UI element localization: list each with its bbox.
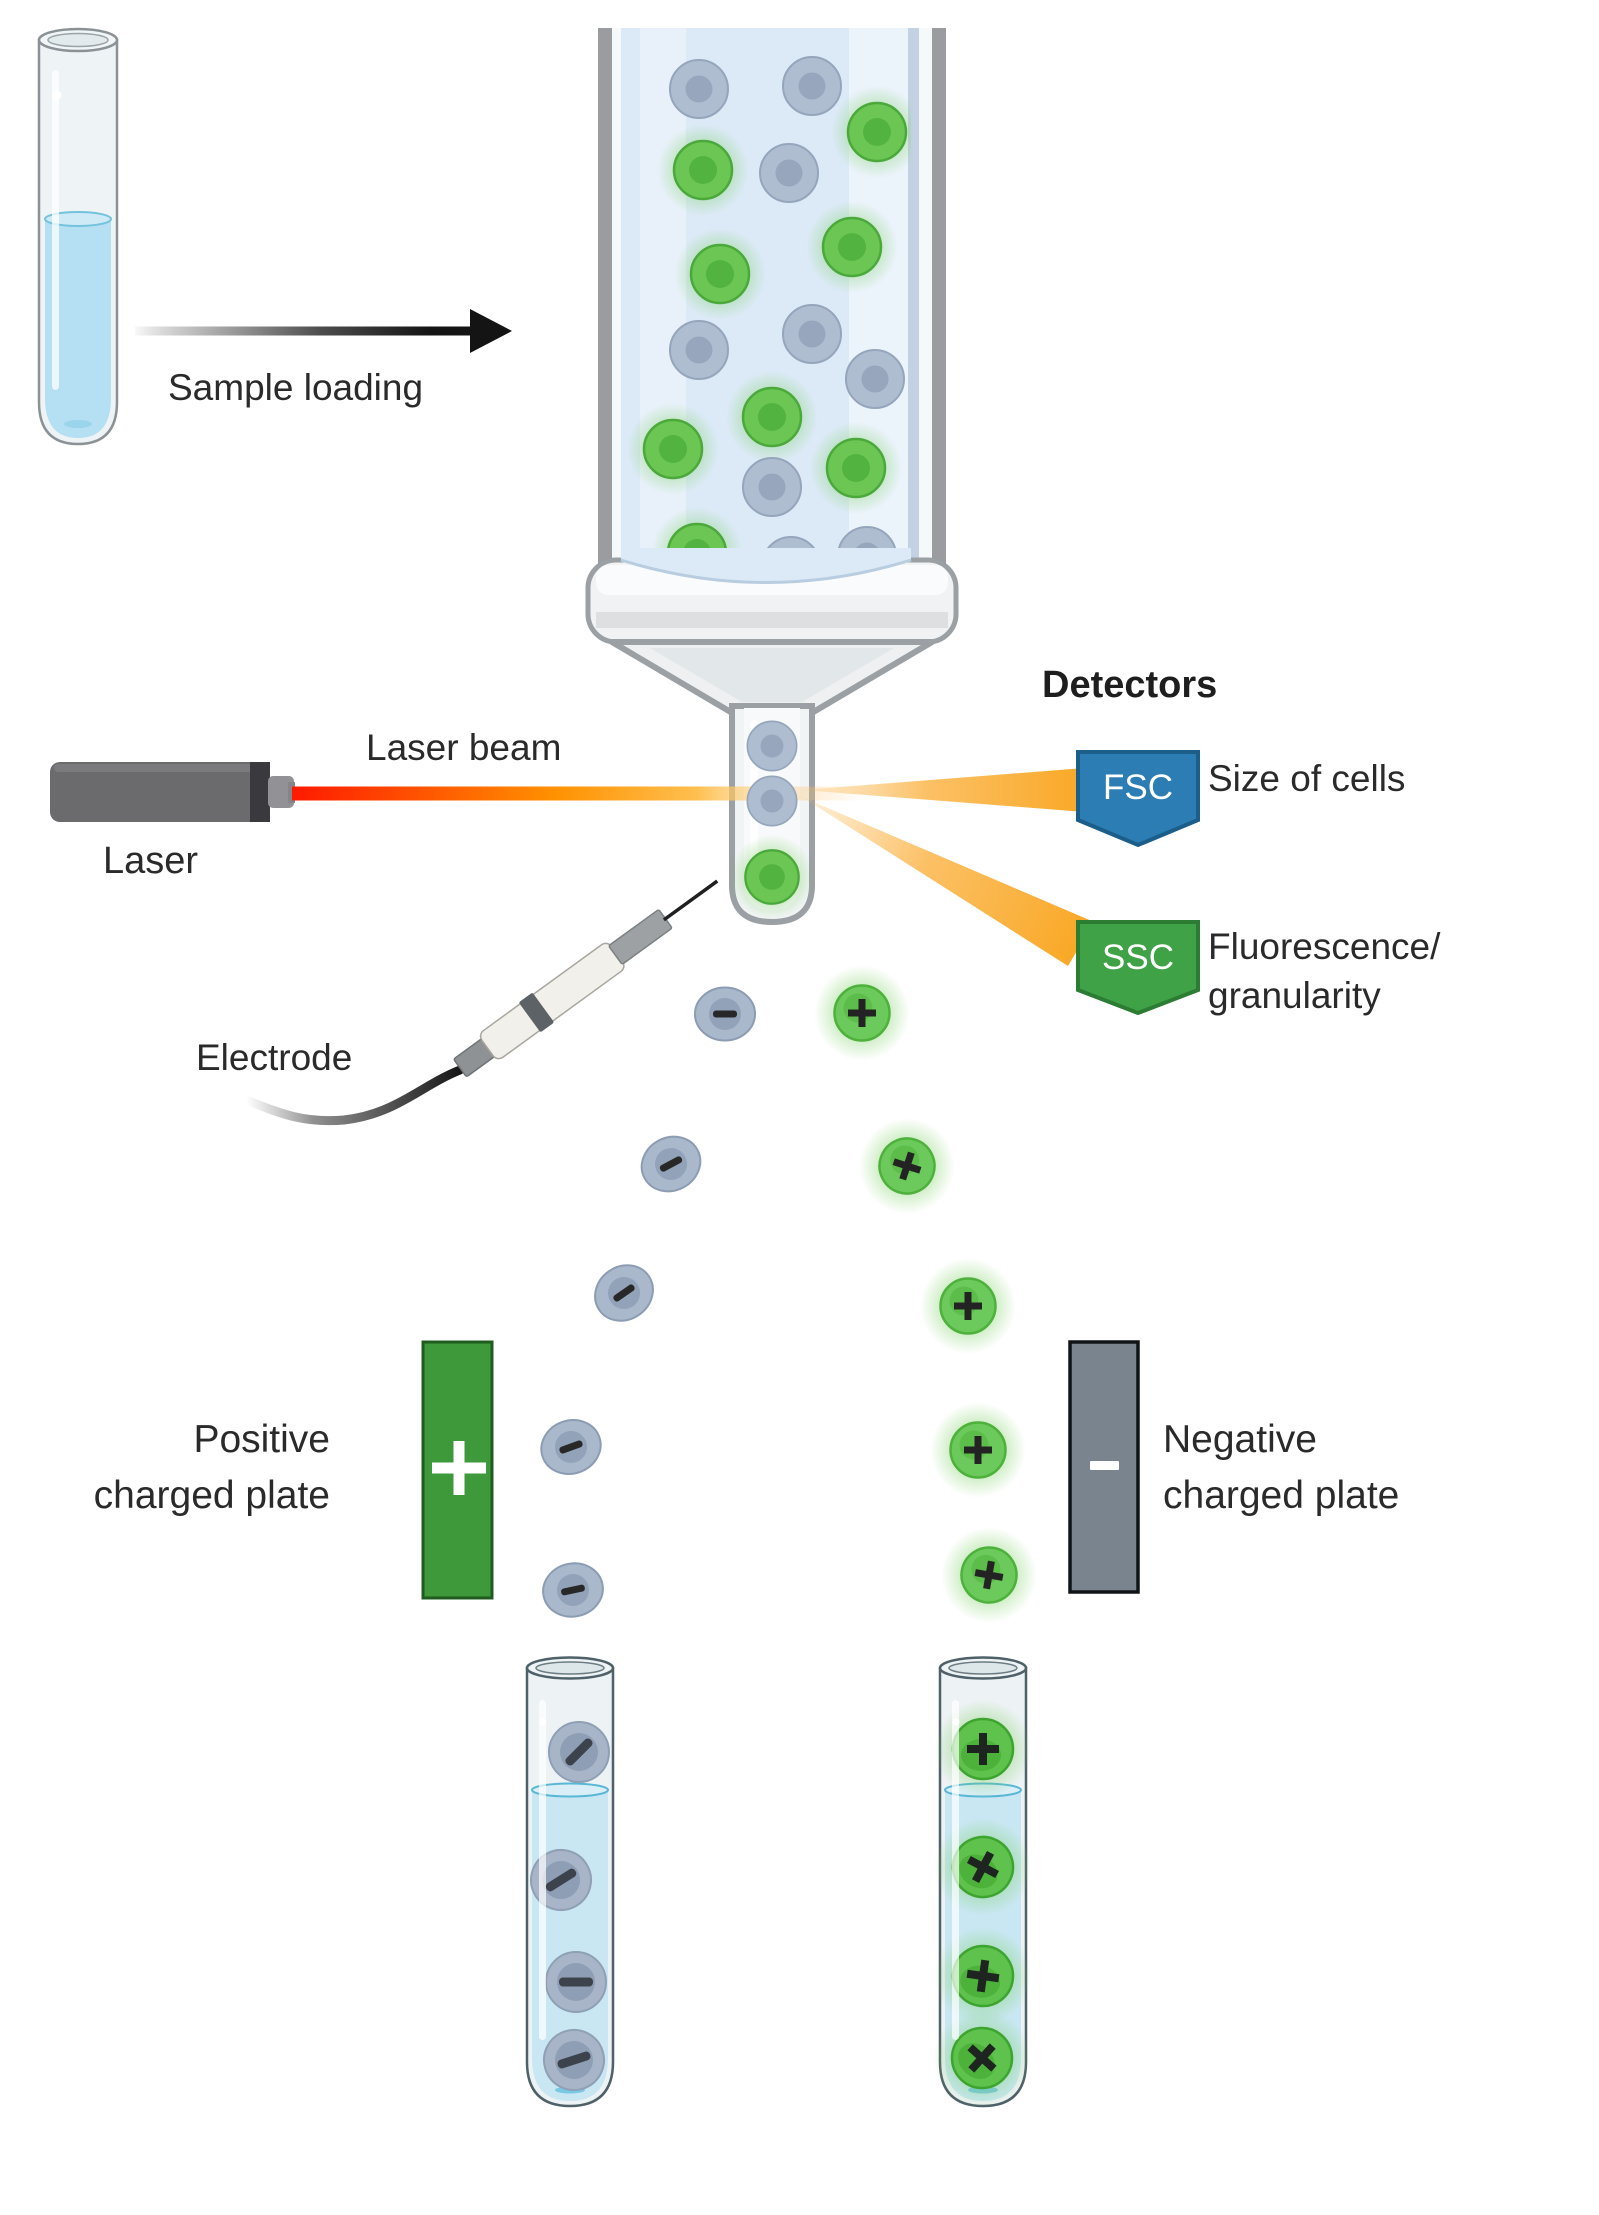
- collection-tube-negative: [518, 1656, 623, 2108]
- positive-plate-label: Positive charged plate: [40, 1412, 330, 1524]
- collection-tube-positive: [913, 1656, 1051, 2128]
- sample-loading-arrow: [135, 309, 512, 353]
- unstained-cell: [669, 320, 729, 380]
- fluorescent-cell: [804, 199, 900, 295]
- negative-droplet: [631, 1125, 711, 1203]
- positive-droplet: [920, 1258, 1016, 1354]
- negative-droplet: [537, 1556, 609, 1624]
- positive-cell: [913, 1989, 1051, 2127]
- negative-droplet: [583, 1253, 665, 1333]
- negative-cell: [545, 1951, 607, 2013]
- fluorescent-cell: [724, 369, 820, 465]
- negative-plate: [1068, 1340, 1140, 1594]
- unstained-cell: [746, 775, 798, 827]
- fluorescent-cell: [625, 401, 721, 497]
- positive-cell: [917, 1801, 1050, 1934]
- electrode-wire: [241, 1065, 465, 1126]
- plus-icon: [432, 1441, 486, 1495]
- fluorescent-cell: [829, 84, 911, 180]
- ssc-badge-label: SSC: [1102, 938, 1174, 977]
- negative-droplet: [694, 986, 756, 1042]
- laser-label: Laser: [103, 840, 199, 882]
- ssc-badge: SSC: [1076, 920, 1200, 1016]
- fsc-description: Size of cells: [1208, 758, 1406, 799]
- positive-droplet: [930, 1402, 1026, 1498]
- fsc-badge-label: FSC: [1103, 768, 1173, 807]
- positive-droplet: [933, 1519, 1044, 1630]
- unstained-cell: [759, 143, 819, 203]
- unstained-cell: [782, 56, 842, 116]
- positive-droplet: [847, 1106, 968, 1227]
- ssc-description-line2: granularity: [1208, 975, 1381, 1016]
- negative-plate-label-line1: Negative: [1163, 1418, 1317, 1461]
- fluorescent-cell: [672, 226, 768, 322]
- chamber-flange: [585, 548, 959, 645]
- sample-loading-label: Sample loading: [168, 367, 424, 408]
- positive-plate-label-line1: Positive: [193, 1418, 330, 1461]
- forward-scatter-beam: [802, 768, 1085, 812]
- positive-plate: [421, 1340, 494, 1600]
- side-scatter-beam: [802, 797, 1094, 966]
- fluorescent-cell: [728, 833, 816, 921]
- ssc-description-line1: Fluorescence/: [1208, 926, 1441, 967]
- ssc-description: Fluorescence/ granularity: [1208, 922, 1440, 1020]
- sample-test-tube: [37, 27, 119, 446]
- electrode-probe: [241, 879, 719, 1126]
- sorted-droplets: [532, 965, 1045, 1631]
- laser-device: [50, 762, 295, 822]
- unstained-cell: [742, 457, 802, 517]
- fluorescent-cell: [808, 420, 904, 516]
- laser-beam-label: Laser beam: [366, 727, 562, 768]
- unstained-cell: [669, 59, 729, 119]
- positive-droplet: [814, 965, 910, 1061]
- positive-cell: [934, 1700, 1032, 1798]
- laser-beam-ray: [292, 786, 768, 801]
- electrode-label: Electrode: [196, 1037, 353, 1078]
- positive-plate-label-line2: charged plate: [93, 1474, 330, 1517]
- detectors-heading: Detectors: [1042, 664, 1218, 706]
- sample-liquid: [45, 219, 111, 438]
- minus-icon: [1090, 1461, 1119, 1470]
- fluorescent-cell: [655, 122, 751, 218]
- fsc-badge: FSC: [1076, 750, 1200, 848]
- unstained-cell: [782, 304, 842, 364]
- arrowhead-icon: [470, 309, 512, 353]
- negative-droplet: [532, 1410, 610, 1484]
- negative-plate-label: Negative charged plate: [1163, 1412, 1399, 1524]
- negative-plate-label-line2: charged plate: [1163, 1474, 1400, 1517]
- unstained-cell: [746, 720, 798, 772]
- unstained-cell: [845, 349, 905, 409]
